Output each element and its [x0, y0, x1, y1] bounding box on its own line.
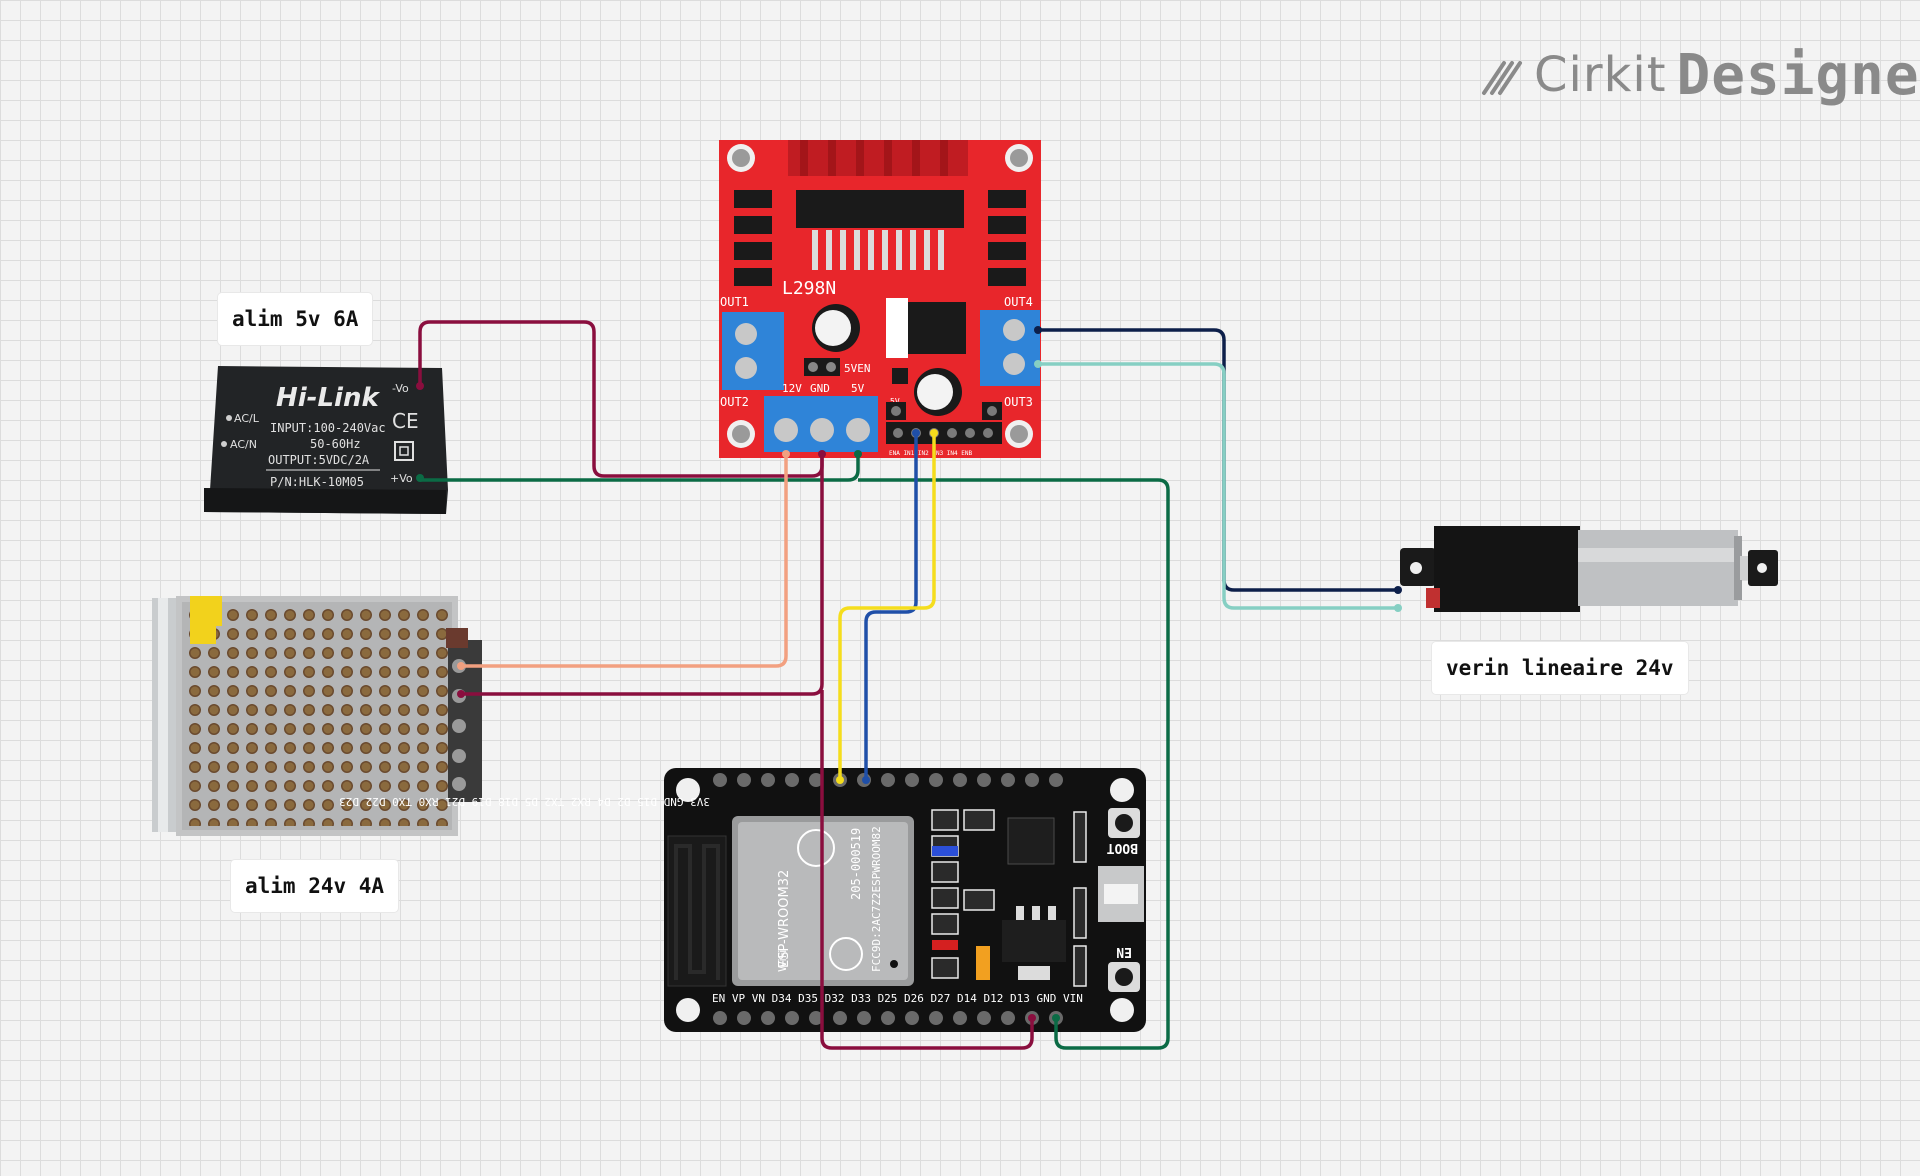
- wire-hlk-plus-to-l298n-5v[interactable]: [420, 454, 860, 482]
- hlk-logo: Hi-Link: [276, 383, 380, 413]
- wires: [418, 320, 1398, 1050]
- l298n-out1-label: OUT1: [720, 295, 749, 309]
- label-alim-24v[interactable]: alim 24v 4A: [231, 860, 399, 912]
- hlk-acl-label: AC/L: [234, 412, 260, 425]
- wire-l298n-out3-to-actuator[interactable]: [1038, 362, 1398, 610]
- wire-gnd-to-esp32-gnd[interactable]: [820, 690, 1034, 1050]
- esp32-devkit-board[interactable]: 3V3 GND D15 D2 D4 RX2 TX2 D5 D18 D19 D21…: [339, 768, 1146, 1032]
- linear-actuator[interactable]: [1394, 526, 1778, 612]
- esp32-module-name: ESP-WROOM32: [777, 870, 792, 968]
- wire-l298n-in1-to-esp32-d18[interactable]: [864, 433, 918, 780]
- esp32-boot-label: BOOT: [1107, 840, 1138, 855]
- l298n-5v-label: 5V: [851, 382, 865, 395]
- logo-brand-text: Cirkit: [1534, 47, 1667, 103]
- l298n-12v-label: 12V: [782, 382, 802, 395]
- esp32-top-pin-labels: 3V3 GND D15 D2 D4 RX2 TX2 D5 D18 D19 D21…: [339, 795, 710, 808]
- hlk-input-text: INPUT:100-240Vac: [270, 421, 386, 435]
- wire-psu-plus-to-l298n-12v[interactable]: [461, 454, 788, 668]
- ce-mark: CE: [392, 409, 419, 433]
- esp32-fcc-id: FCC9D:2AC7Z2ESPWROOM82: [870, 826, 883, 972]
- hlk-vo-minus-label: -Vo: [392, 382, 409, 395]
- esp32-en-label: EN: [1116, 944, 1132, 959]
- cirkit-designer-logo: Cirkit Designer: [1480, 40, 1920, 110]
- esp32-bottom-pin-labels: EN VP VN D34 D35 D32 D33 D25 D26 D27 D14…: [712, 992, 1083, 1005]
- wire-l298n-gnd-to-psu-minus[interactable]: [461, 454, 824, 696]
- hlk-acn-label: AC/N: [230, 438, 257, 451]
- wire-l298n-in2-to-esp32-d19[interactable]: [838, 433, 936, 780]
- hlk-part-number: P/N:HLK-10M05: [270, 475, 364, 489]
- hlk-5v-power-module[interactable]: Hi-Link INPUT:100-240Vac 50-60Hz OUTPUT:…: [204, 366, 448, 514]
- hlk-freq-text: 50-60Hz: [310, 437, 361, 451]
- l298n-motor-driver[interactable]: L298N OUT1 OUT4 OUT2 OUT3 5VEN 5V 12V GN…: [719, 140, 1042, 458]
- psu-24v-power-supply[interactable]: [152, 596, 482, 836]
- l298n-out2-label: OUT2: [720, 395, 749, 409]
- wire-l298n-out4-to-actuator[interactable]: [1038, 328, 1398, 592]
- l298n-control-pins-label: ENA IN1 IN2 IN3 IN4 ENB: [889, 450, 972, 457]
- esp32-module-code: 205-000519: [849, 828, 863, 900]
- hlk-output-text: OUTPUT:5VDC/2A: [268, 453, 370, 467]
- wire-hlk-minus-to-l298n-gnd[interactable]: [418, 320, 824, 478]
- cirkit-logo-icon: [1482, 61, 1522, 95]
- logo-product-text: Designer: [1676, 42, 1920, 108]
- l298n-gnd-label: GND: [810, 382, 830, 395]
- l298n-5ven-label: 5VEN: [844, 362, 871, 375]
- label-linear-actuator[interactable]: verin lineaire 24v: [1432, 642, 1688, 694]
- hlk-vo-plus-label: +Vo: [390, 472, 413, 485]
- l298n-small-5v-label: 5V: [890, 397, 900, 406]
- l298n-out3-label: OUT3: [1004, 395, 1033, 409]
- l298n-out4-label: OUT4: [1004, 295, 1033, 309]
- label-alim-5v[interactable]: alim 5v 6A: [218, 293, 373, 345]
- wire-5v-to-esp32-vin[interactable]: [858, 478, 1170, 1050]
- l298n-title: L298N: [782, 278, 836, 299]
- esp32-wifi-mark: WiFi: [776, 950, 789, 972]
